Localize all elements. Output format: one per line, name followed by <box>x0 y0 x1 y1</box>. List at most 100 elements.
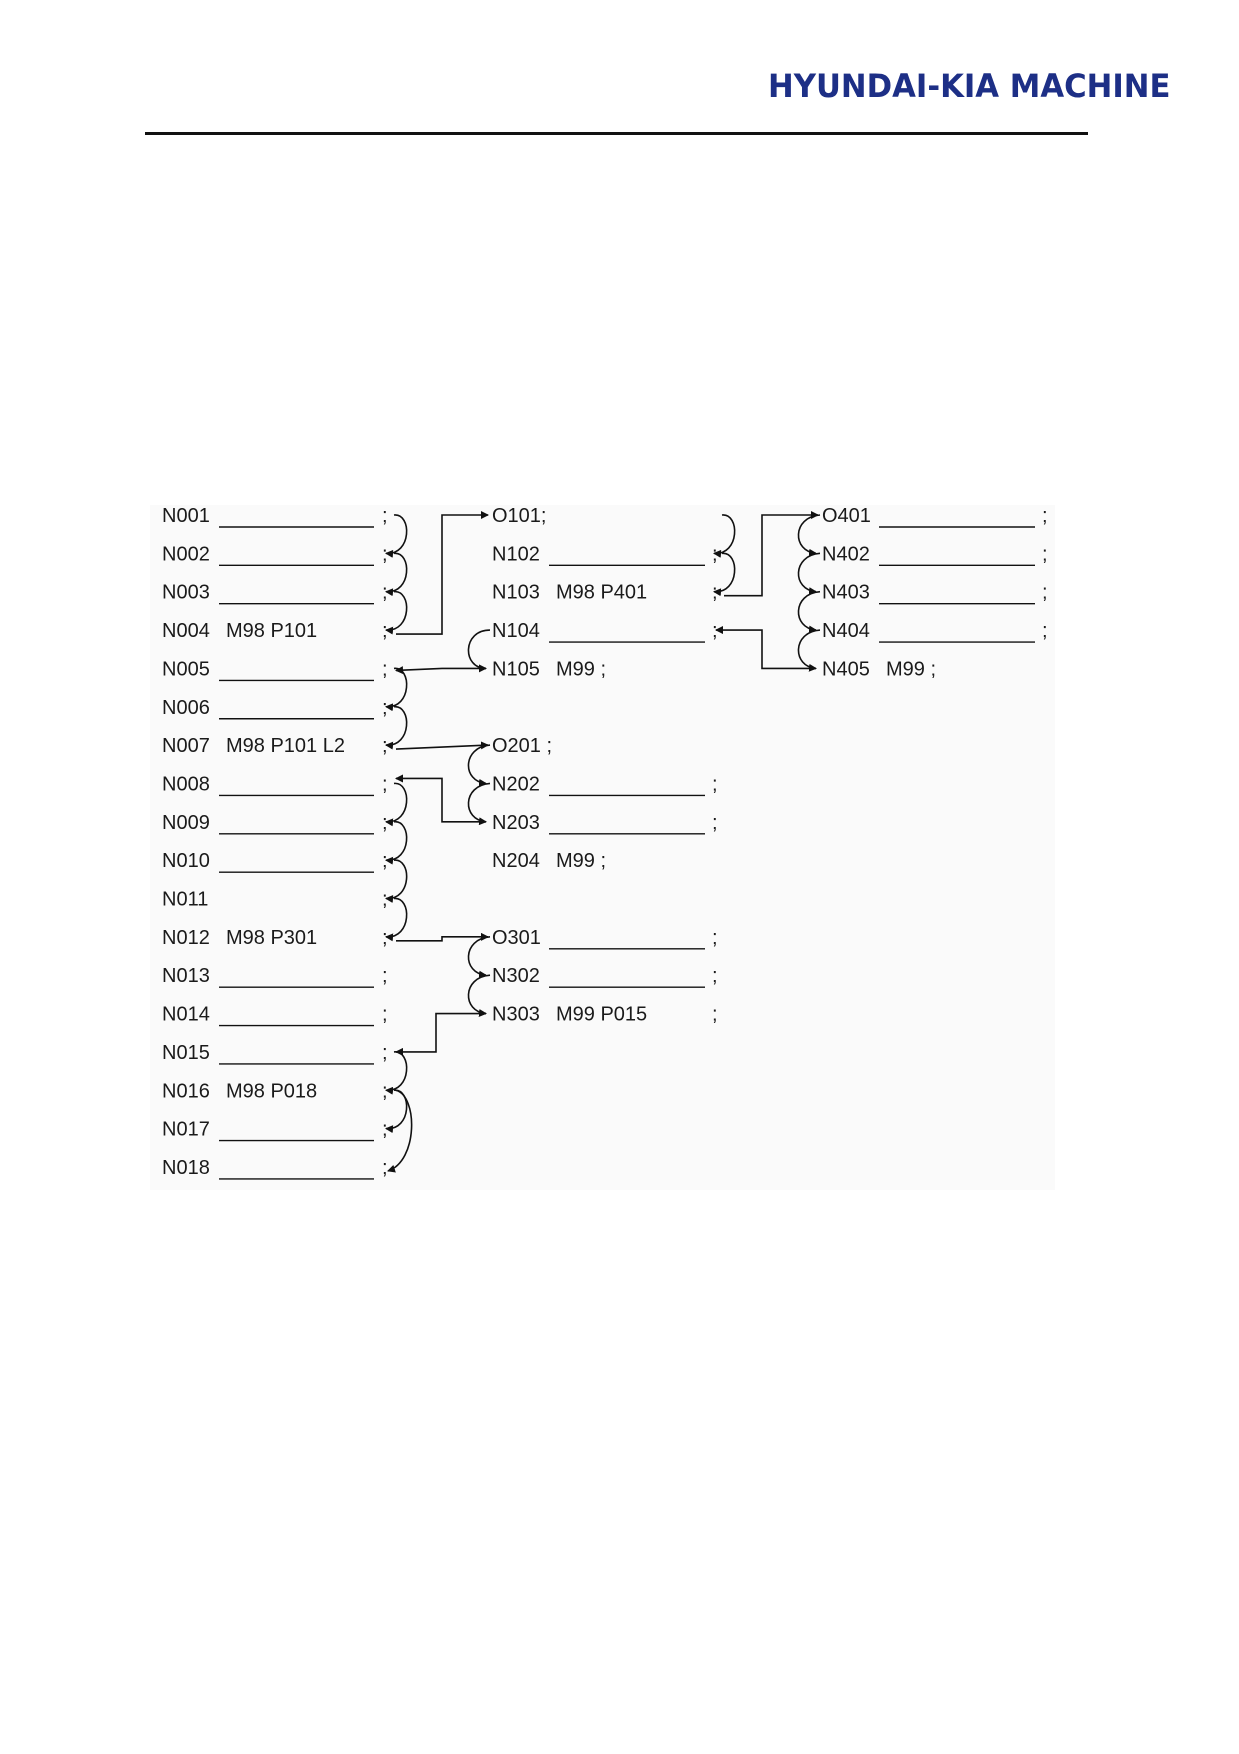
main-hop-arc-n10-n11 <box>385 859 408 904</box>
block-n012-code: M98 P301 <box>226 927 317 949</box>
block-n202-label: N202 <box>492 773 540 795</box>
o401-hop-arc-4 <box>797 629 821 672</box>
block-n104-semicolon: ; <box>712 620 718 642</box>
block-n010-semicolon: ; <box>382 850 388 872</box>
o201-hop-arc-2 <box>467 782 491 826</box>
block-n005-semicolon: ; <box>382 658 388 680</box>
block-n303-label: N303 <box>492 1004 540 1026</box>
block-n018-semicolon: ; <box>382 1157 388 1179</box>
block-o401-semicolon: ; <box>1042 505 1048 527</box>
block-n008-semicolon: ; <box>382 773 388 795</box>
block-n004-code: M98 P101 <box>226 620 317 642</box>
block-n102-label: N102 <box>492 543 540 565</box>
o401-hop-arc-3 <box>797 590 821 634</box>
call-n012-to-o301 <box>396 932 489 942</box>
return-n105-to-n005 <box>395 666 486 675</box>
block-n009-semicolon: ; <box>382 812 388 834</box>
o401-hop-arc-1 <box>797 514 821 557</box>
block-n403-semicolon: ; <box>1042 582 1048 604</box>
o401-hop-arc-2 <box>797 552 821 596</box>
main-hop-arc-n3-n4 <box>385 590 408 635</box>
block-n103-code: M98 P401 <box>556 582 647 604</box>
block-n006-semicolon: ; <box>382 697 388 719</box>
block-n007-semicolon: ; <box>382 735 388 757</box>
block-n103-semicolon: ; <box>712 582 718 604</box>
block-n017-label: N017 <box>162 1119 210 1141</box>
main-hop-arc-n1-n2 <box>385 514 408 558</box>
block-n015-semicolon: ; <box>382 1042 388 1064</box>
block-n002-label: N002 <box>162 543 210 565</box>
block-n018-label: N018 <box>162 1157 210 1179</box>
block-n004-semicolon: ; <box>382 620 388 642</box>
block-n010-label: N010 <box>162 850 210 872</box>
call-n103-to-o401 <box>724 511 819 597</box>
block-n015-label: N015 <box>162 1042 210 1064</box>
main-hop-arc-n15-n16 <box>385 1051 408 1095</box>
main-hop-arc-n9-n10 <box>385 820 408 865</box>
block-n402-label: N402 <box>822 543 870 565</box>
block-n013-label: N013 <box>162 965 210 987</box>
block-n001-label: N001 <box>162 505 210 527</box>
block-n404-label: N404 <box>822 620 870 642</box>
block-n009-label: N009 <box>162 812 210 834</box>
block-n302-label: N302 <box>492 965 540 987</box>
block-n302-semicolon: ; <box>712 965 718 987</box>
block-n404-semicolon: ; <box>1042 620 1048 642</box>
return-n204-to-n008 <box>395 774 486 823</box>
main-hop-arc-n2-n3 <box>385 552 408 597</box>
block-n012-semicolon: ; <box>382 927 388 949</box>
main-hop-arc-n5-n6 <box>385 667 408 712</box>
block-n204-label: N204 <box>492 850 540 872</box>
block-n402-semicolon: ; <box>1042 543 1048 565</box>
block-n008-label: N008 <box>162 773 210 795</box>
block-n011-label: N011 <box>162 889 208 911</box>
block-n007-label: N007 <box>162 735 210 757</box>
o301-hop-arc-2 <box>467 974 491 1017</box>
block-n016-code: M98 P018 <box>226 1080 317 1102</box>
call-n007-to-o201 <box>395 741 489 750</box>
block-n003-label: N003 <box>162 582 210 604</box>
main-hop-arc-n6-n7 <box>385 705 408 750</box>
main-hop-arc-n8-n9 <box>385 782 408 827</box>
o101-hop-arc-n104-n105 <box>467 629 491 673</box>
block-n013-semicolon: ; <box>382 965 388 987</box>
return-n303-to-n015 <box>395 1012 486 1056</box>
block-n001-semicolon: ; <box>382 505 388 527</box>
block-n204-code: M99 ; <box>556 850 606 872</box>
call-n004-to-o101 <box>396 511 489 635</box>
block-n405-code: M99 ; <box>886 658 936 680</box>
block-n004-label: N004 <box>162 620 210 642</box>
block-n102-semicolon: ; <box>712 543 718 565</box>
block-o101-label: O101; <box>492 505 546 527</box>
block-n403-label: N403 <box>822 582 870 604</box>
main-hop-arc-n016-n018 <box>387 1089 413 1173</box>
block-o301-semicolon: ; <box>712 927 718 949</box>
block-n105-label: N105 <box>492 658 540 680</box>
block-n405-label: N405 <box>822 658 870 680</box>
o301-hop-arc-1 <box>467 936 491 979</box>
main-hop-arc-n11-n12 <box>385 897 408 942</box>
block-n016-label: N016 <box>162 1080 210 1102</box>
block-n014-semicolon: ; <box>382 1004 388 1026</box>
block-o401-label: O401 <box>822 505 871 527</box>
block-n203-label: N203 <box>492 812 540 834</box>
block-n105-code: M99 ; <box>556 658 606 680</box>
flow-connectors <box>385 511 821 1173</box>
block-n007-code: M98 P101 L2 <box>226 735 345 757</box>
block-o301-label: O301 <box>492 927 541 949</box>
block-n303-code: M99 P015 <box>556 1004 647 1026</box>
block-n014-label: N014 <box>162 1004 210 1026</box>
o201-hop-arc-1 <box>467 744 491 787</box>
header-divider <box>145 132 1088 135</box>
return-n405-to-n104 <box>715 626 816 670</box>
block-n203-semicolon: ; <box>712 812 718 834</box>
block-o201-label: O201 ; <box>492 735 552 757</box>
block-n303-semicolon: ; <box>712 1004 718 1026</box>
block-n103-label: N103 <box>492 582 540 604</box>
block-n003-semicolon: ; <box>382 582 388 604</box>
block-n006-label: N006 <box>162 697 210 719</box>
block-n017-semicolon: ; <box>382 1119 388 1141</box>
diagram-background <box>150 505 1055 1190</box>
